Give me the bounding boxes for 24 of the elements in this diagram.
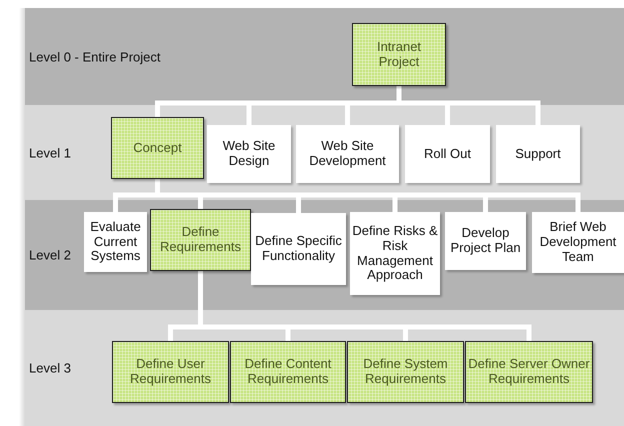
level-label: Level 2 — [29, 246, 71, 264]
task-box: Support — [496, 125, 580, 183]
task-box: Concept — [111, 117, 204, 179]
task-box: Define Requirements — [150, 209, 251, 271]
task-box: Define Server Owner Requirements — [465, 341, 593, 403]
level-band — [25, 105, 624, 200]
task-box: Intranet Project — [352, 23, 446, 86]
task-box: Web Site Design — [207, 125, 291, 183]
level-band — [25, 310, 624, 426]
level-band — [25, 8, 624, 105]
task-box: Define User Requirements — [112, 341, 229, 403]
level-label: Level 0 - Entire Project — [29, 48, 161, 66]
task-box: Define Risks & Risk Management Approach — [350, 212, 440, 295]
task-box: Define System Requirements — [347, 341, 464, 403]
task-box: Develop Project Plan — [445, 212, 526, 270]
task-box: Define Content Requirements — [230, 341, 346, 403]
level-band — [25, 200, 624, 310]
task-box: Evaluate Current Systems — [84, 212, 147, 272]
level-label: Level 1 — [29, 144, 71, 162]
task-box: Web Site Development — [296, 125, 399, 183]
task-box: Define Specific Functionality — [251, 213, 346, 285]
task-box: Brief Web Development Team — [532, 212, 624, 273]
level-label: Level 3 — [29, 359, 71, 378]
task-box: Roll Out — [405, 125, 490, 183]
